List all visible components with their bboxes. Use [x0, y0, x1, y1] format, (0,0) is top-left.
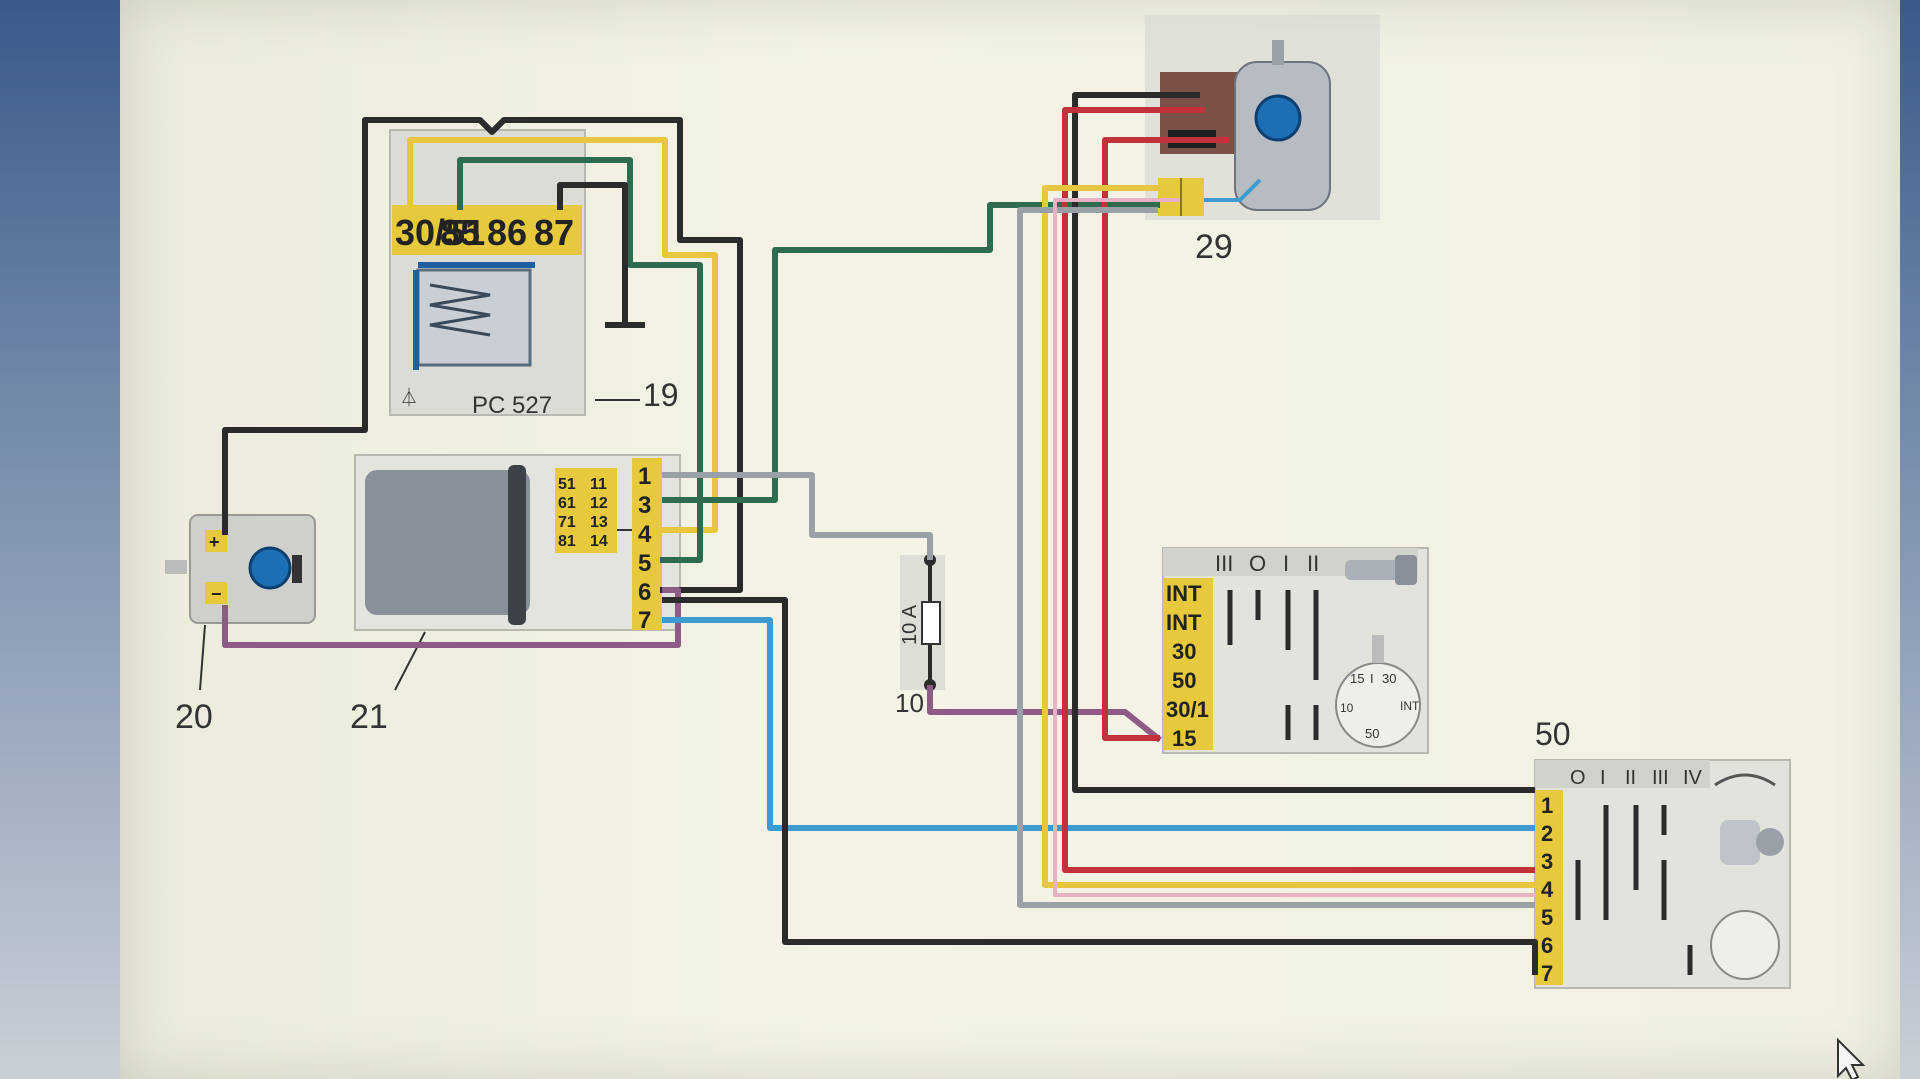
timer-ref-label: 21 — [350, 698, 388, 736]
pump-motor-icon — [1254, 94, 1302, 142]
timer-terminal-3: 3 — [638, 492, 651, 519]
stalk-terminal-3: 3 — [1541, 849, 1553, 874]
ign-dial-15: 15 — [1350, 671, 1364, 686]
washer-pump-ref-label: 29 — [1195, 228, 1233, 266]
stalk-terminal-1: 1 — [1541, 793, 1553, 818]
timer-terminal-1: 1 — [638, 463, 651, 490]
ign-dial-I: I — [1370, 671, 1374, 686]
timer-pin-51: 51 — [558, 476, 576, 493]
stalk-connector-icon — [1710, 910, 1780, 980]
stalk-pos-III: III — [1652, 767, 1669, 789]
fuse-rating-label: 10 A — [899, 604, 921, 645]
relay-terminal-30-51: 30/51 — [395, 212, 485, 253]
svg-text:+: + — [209, 532, 220, 552]
ign-dial-INT: INT — [1400, 699, 1420, 713]
stalk-terminal-6: 6 — [1541, 933, 1553, 958]
timer-terminal-7: 7 — [638, 607, 651, 634]
wiper-motor-20: + − 20 — [165, 514, 316, 736]
stalk-pos-II: II — [1625, 767, 1636, 789]
timer-pin-81: 81 — [558, 533, 576, 550]
motor-icon — [248, 546, 292, 590]
ign-pos-III: III — [1215, 551, 1233, 576]
stalk-pos-IV: IV — [1683, 767, 1703, 789]
wiper-motor-ref-label: 20 — [175, 698, 213, 736]
mouse-cursor-icon — [1837, 1037, 1866, 1079]
relay-terminal-86: 86 — [487, 212, 527, 253]
relay-model-label: PC 527 — [472, 392, 552, 419]
ign-terminal-50: 50 — [1172, 668, 1196, 693]
wiper-gauge-icon — [1714, 773, 1776, 787]
fuse-10a: 10 A — [899, 554, 945, 691]
timer-terminal-4: 4 — [638, 521, 652, 548]
wiper-symbol-icon: ⏃ — [400, 387, 418, 408]
ign-dial-30: 30 — [1382, 671, 1396, 686]
ign-terminal-30-1: 30/1 — [1166, 697, 1209, 722]
stalk-pos-O: O — [1570, 767, 1586, 789]
stalk-switch-ref-label: 50 — [1535, 716, 1571, 752]
ignition-switch-ref-label: 10 — [895, 688, 924, 718]
relay-19: 30/51 85 86 87 ⏃ PC 527 19 — [389, 129, 679, 419]
ignition-switch: III O I II INT INT 30 50 30/1 15 15 I 30… — [1162, 547, 1429, 754]
ign-terminal-INT-1: INT — [1166, 581, 1202, 606]
ign-pos-O: O — [1249, 551, 1266, 576]
stalk-terminal-5: 5 — [1541, 905, 1553, 930]
timer-terminal-6: 6 — [638, 579, 651, 606]
stalk-terminal-2: 2 — [1541, 821, 1553, 846]
stalk-pos-I: I — [1600, 767, 1606, 789]
timer-pin-71: 71 — [558, 514, 576, 531]
ign-terminal-15: 15 — [1172, 726, 1196, 751]
relay-ref-label: 19 — [643, 377, 679, 413]
svg-text:−: − — [211, 584, 222, 604]
stalk-switch-50: 50 O I II III IV 1 2 3 4 5 6 7 — [1534, 716, 1791, 989]
timer-pin-11: 11 — [590, 476, 607, 493]
ign-terminal-INT-2: INT — [1166, 610, 1202, 635]
ign-terminal-30: 30 — [1172, 639, 1196, 664]
relay-terminal-85: 85 — [440, 212, 480, 253]
stalk-terminal-4: 4 — [1541, 877, 1554, 902]
timer-terminal-5: 5 — [638, 550, 651, 577]
relay-terminal-87: 87 — [534, 212, 574, 253]
washer-pump-29: 29 — [1145, 15, 1380, 266]
ign-pos-I: I — [1283, 551, 1289, 576]
timer-pin-61: 61 — [558, 495, 576, 512]
ign-dial-50: 50 — [1365, 726, 1379, 741]
timer-module-21: 51 11 61 12 71 13 81 14 1 3 4 5 6 7 21 — [350, 454, 681, 736]
ign-pos-II: II — [1307, 551, 1319, 576]
wires — [222, 92, 1538, 975]
timer-pin-12: 12 — [590, 495, 608, 512]
timer-pin-13: 13 — [590, 514, 608, 531]
timer-pin-14: 14 — [590, 533, 608, 550]
ign-dial-10: 10 — [1340, 701, 1354, 715]
stalk-terminal-7: 7 — [1541, 961, 1553, 986]
